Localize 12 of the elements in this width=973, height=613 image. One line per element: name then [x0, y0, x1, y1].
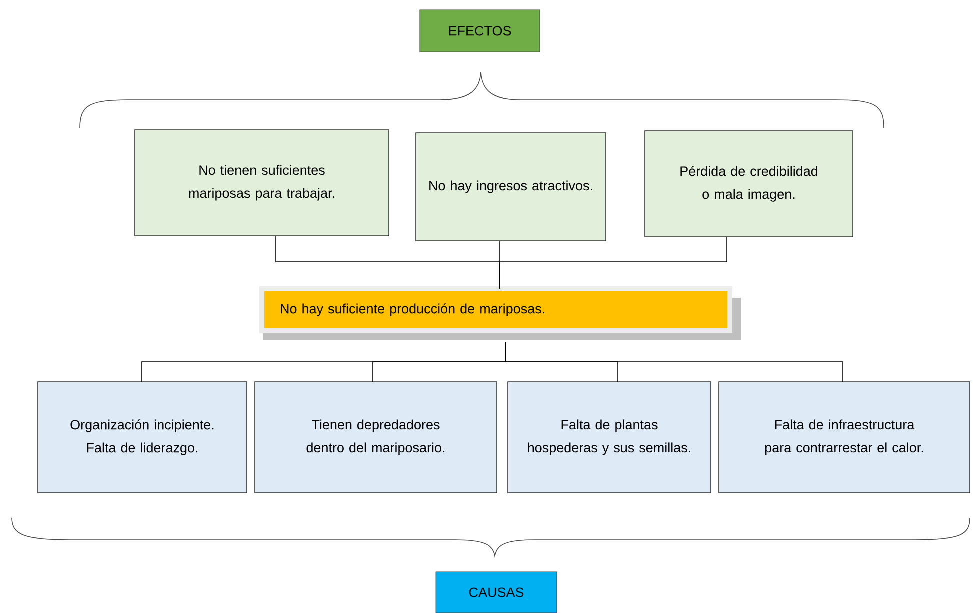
- effect-box: No hay ingresos atractivos.: [416, 132, 606, 242]
- cause-box: Falta de plantas hospederas y sus semillas.: [508, 382, 712, 494]
- label-box: EFECTOS: [420, 10, 540, 52]
- effect-box: No tienen suficientes mariposas para trabajar.: [134, 130, 390, 236]
- connector-line: [506, 342, 844, 382]
- label-box: CAUSAS: [436, 572, 558, 613]
- problem-box: No hay suficiente producción de mariposas.: [260, 286, 732, 334]
- connector-line: [500, 236, 728, 290]
- cause-box: Tienen depredadores dentro del mariposario.: [254, 382, 498, 494]
- cause-box: Falta de infraestructura para contrarrestar el calor.: [718, 382, 970, 494]
- cause-box: Organización incipiente. Falta de liderazgo.: [38, 382, 248, 494]
- effect-box: Pérdida de credibilidad o mala imagen.: [644, 130, 854, 238]
